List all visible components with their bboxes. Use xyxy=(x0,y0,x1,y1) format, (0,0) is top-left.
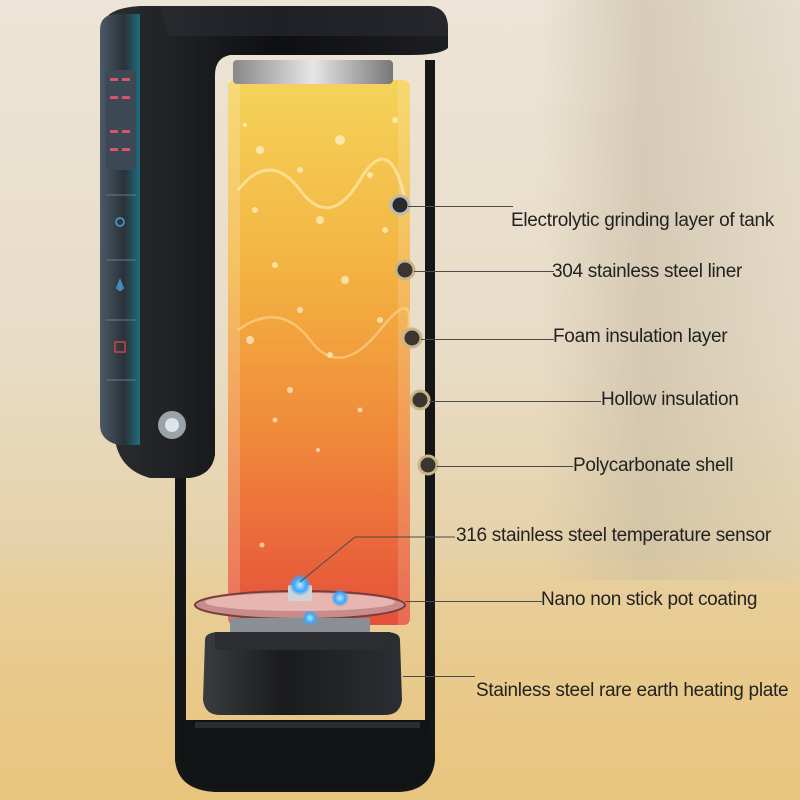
wall-shadow xyxy=(540,0,800,580)
panel-icon-drop xyxy=(116,278,124,291)
callout-line-coating xyxy=(405,601,542,602)
callout-line-tank-layer xyxy=(408,206,513,207)
callout-line-hollow xyxy=(429,401,601,402)
panel-buttons xyxy=(106,194,136,381)
sensor-glow-2 xyxy=(331,589,349,607)
sensor-glow-3 xyxy=(302,610,318,626)
liquid-chamber xyxy=(228,80,410,625)
callout-label-hollow: Hollow insulation xyxy=(601,389,739,410)
splash-wave xyxy=(236,157,407,210)
panel-icon-play xyxy=(114,341,126,353)
callout-label-shell: Polycarbonate shell xyxy=(573,455,734,476)
callout-label-tank-layer: Electrolytic grinding layer of tank xyxy=(511,210,775,231)
kettle-head xyxy=(105,6,448,478)
callout-label-liner: 304 stainless steel liner xyxy=(552,261,742,282)
panel-icon-water xyxy=(115,217,125,227)
callout-label-foam: Foam insulation layer xyxy=(553,326,728,347)
lid-cap xyxy=(233,60,393,84)
panel-display xyxy=(106,70,136,170)
sensor-leader xyxy=(299,536,455,583)
heating-plate-top xyxy=(215,632,390,650)
sensor-glow-1 xyxy=(289,574,311,596)
heating-base xyxy=(203,632,402,715)
callout-markers xyxy=(389,194,439,476)
kettle-base xyxy=(180,720,432,788)
callout-line-heater-h xyxy=(403,676,475,677)
callout-line-foam xyxy=(421,339,554,340)
callout-line-liner xyxy=(414,271,554,272)
callout-line-shell xyxy=(437,466,573,467)
callout-label-sensor: 316 stainless steel temperature sensor xyxy=(456,525,771,546)
callout-label-heater: Stainless steel rare earth heating plate xyxy=(476,680,789,701)
digit-segments xyxy=(110,78,130,151)
callout-label-coating: Nano non stick pot coating xyxy=(541,589,758,610)
water-bubbles xyxy=(243,117,398,548)
